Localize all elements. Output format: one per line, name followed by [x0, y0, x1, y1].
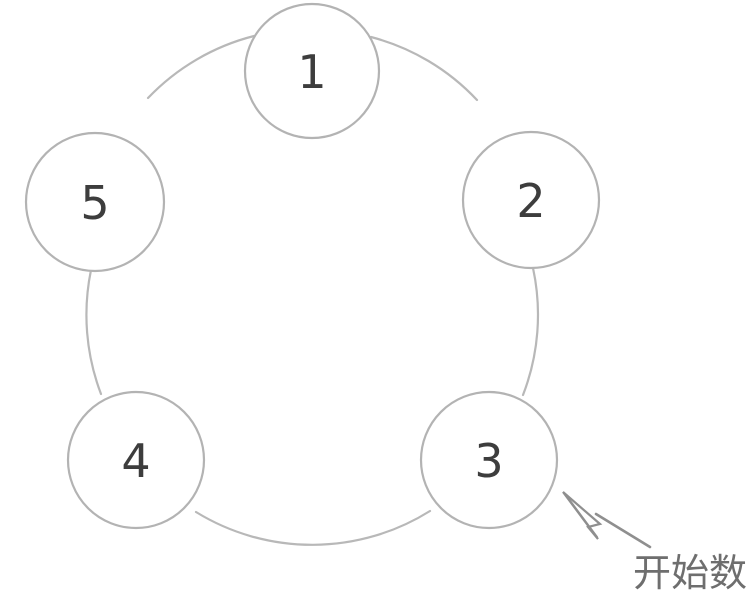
ring-arc-3-to-4: [194, 509, 432, 546]
ring-node-4[interactable]: 4: [66, 390, 206, 530]
node-5-circle[interactable]: [24, 131, 166, 273]
node-2-label: 2: [516, 174, 545, 228]
ring-arc-4-to-5: [85, 268, 103, 396]
ring-node-5[interactable]: 5: [24, 131, 166, 273]
node-5-label: 5: [80, 176, 109, 230]
node-2-circle[interactable]: [461, 130, 601, 270]
annotation-arrow-shaft: [594, 512, 652, 549]
start-annotation-label: 开始数: [633, 551, 748, 595]
ring-arc-1-to-2: [369, 35, 479, 102]
node-1-label: 1: [297, 45, 326, 99]
node-4-circle[interactable]: [66, 390, 206, 530]
node-3-circle[interactable]: [419, 390, 559, 530]
node-3-label: 3: [474, 434, 503, 488]
ring-node-2[interactable]: 2: [461, 130, 601, 270]
ring-node-1[interactable]: 1: [243, 2, 381, 140]
node-4-label: 4: [121, 434, 150, 488]
start-annotation-arrow: [562, 491, 652, 549]
ring-node-3[interactable]: 3: [419, 390, 559, 530]
node-1-circle[interactable]: [243, 2, 381, 140]
ring-arc-5-to-1: [146, 34, 256, 100]
ring-arc-2-to-3: [521, 266, 540, 397]
annotation-arrow-head-notch: [564, 493, 598, 538]
ring-arcs-group: [85, 34, 540, 546]
